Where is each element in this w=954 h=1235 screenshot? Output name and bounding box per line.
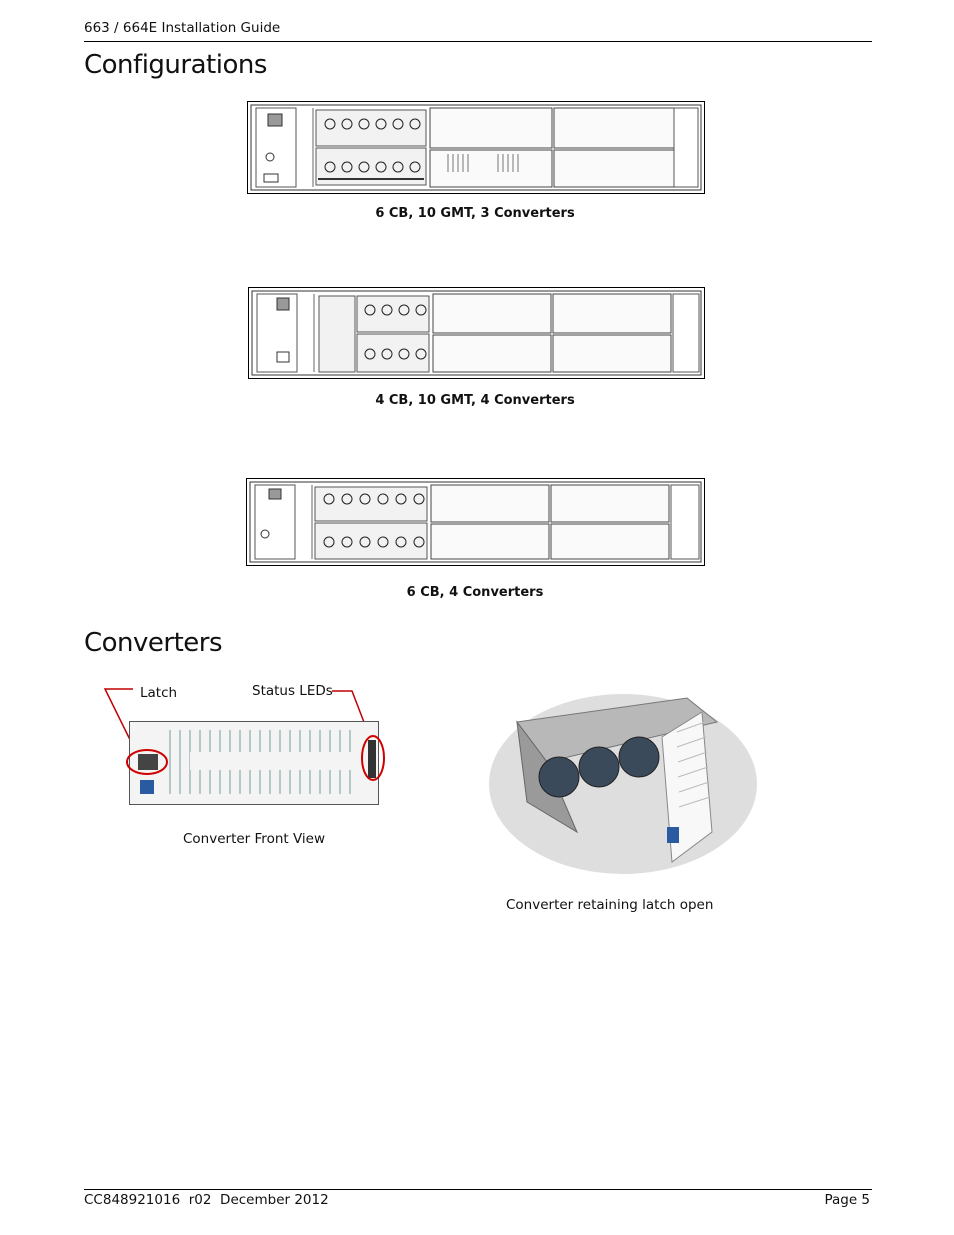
converters-heading: Converters (84, 628, 223, 658)
footer-rule (84, 1189, 872, 1190)
config-caption-2: 4 CB, 10 GMT, 4 Converters (375, 393, 575, 408)
converter-photo (487, 692, 759, 875)
latch-label: Latch (140, 685, 178, 701)
document-header-title: 663 / 664E Installation Guide (84, 20, 281, 36)
configurations-heading: Configurations (84, 50, 267, 80)
shelf-diagram-4cb-10gmt-4conv (251, 290, 702, 376)
config-figure-3 (246, 478, 705, 566)
config-caption-1: 6 CB, 10 GMT, 3 Converters (375, 206, 575, 221)
header-rule (84, 41, 872, 42)
status-leds-label: Status LEDs (252, 683, 333, 699)
config-caption-3: 6 CB, 4 Converters (406, 585, 544, 600)
shelf-diagram-6cb-4conv (249, 481, 702, 563)
shelf-diagram-6cb-10gmt-3conv (250, 104, 702, 191)
footer-doc-id: CC848921016 r02 December 2012 (84, 1192, 329, 1208)
config-figure-2 (248, 287, 705, 379)
converter-front-view-caption: Converter Front View (183, 831, 326, 847)
converter-front-view-image (129, 721, 379, 805)
converter-photo-caption: Converter retaining latch open (506, 897, 714, 913)
footer-page-number: Page 5 (824, 1192, 870, 1208)
config-figure-1 (247, 101, 705, 194)
